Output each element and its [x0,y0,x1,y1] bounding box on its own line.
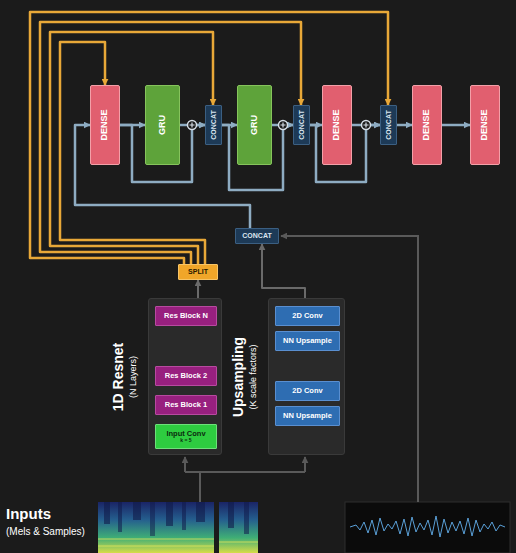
conv2d-block: 2D Conv [275,381,340,401]
sum-sign [190,123,195,128]
node-label: Res Block 1 [165,401,208,409]
dense-layer: DENSE [412,85,442,165]
waveform [345,502,510,553]
resnet-panel: 1D Resnet(N Layers)Res Block NRes Block … [148,298,222,455]
spectrogram-harmonic [98,538,214,540]
node-label: GRU [250,115,260,135]
res-block: Res Block 1 [155,395,217,415]
node-label: DENSE [422,109,432,140]
spectrogram-band [228,502,234,528]
concat-op: CONCAT [235,228,279,244]
input-wire [185,471,305,473]
node-label: Res Block 2 [165,372,208,380]
spectrogram-harmonic [98,545,214,547]
spectrogram-band [196,502,205,522]
conv-block: Input Convk = 5 [155,424,217,449]
node-label: CONCAT [385,110,393,139]
input-wire [199,472,201,502]
spectrogram-band [118,502,122,532]
spectrogram-band [104,502,110,524]
spectrogram-band [133,502,141,520]
node-label: 2D Conv [292,387,322,395]
sum-sign [281,123,286,128]
res-block: Res Block N [155,306,217,326]
node-label: CONCAT [242,232,271,240]
panel-subheading: (N Layers) [129,355,139,397]
sum-node [362,121,371,130]
node-label: DENSE [480,109,490,140]
input-subtitle: (Mels & Samples) [6,526,85,537]
node-sublabel: k = 5 [180,438,191,444]
node-label: NN Upsample [283,412,332,420]
node-label: GRU [158,115,168,135]
node-label: 2D Conv [292,312,322,320]
spectrogram-band [182,502,186,530]
res-block: Res Block 2 [155,366,217,386]
concat-op: CONCAT [293,105,310,145]
feature-link [60,42,205,264]
sum-sign [364,123,369,128]
data-flow-arrow [442,124,470,127]
node-label: CONCAT [210,110,218,139]
spectrogram-band [150,502,155,536]
gru-layer: GRU [237,85,272,165]
node-label: Input Conv [166,430,205,438]
panel-heading: 1D Resnet [111,342,126,410]
node-label: NN Upsample [283,337,332,345]
conv2d-block: 2D Conv [275,306,340,326]
node-label: DENSE [100,109,110,140]
upsample-block: NN Upsample [275,406,340,426]
spectrogram-band [244,502,249,534]
concat-op: CONCAT [205,105,222,145]
upsample-block: NN Upsample [275,331,340,351]
concat-op: CONCAT [380,105,397,145]
data-flow-arrow [197,280,199,298]
gru-layer: GRU [145,85,180,165]
spectrogram-harmonic [219,541,258,543]
node-label: SPLIT [188,268,208,276]
input-wire [304,457,306,472]
node-label: CONCAT [298,110,306,139]
feature-link [50,32,213,264]
input-title: Inputs [6,506,51,523]
data-flow-arrow [397,124,412,127]
waveform-trace [350,516,505,537]
sum-node [188,121,197,130]
upsampling-panel: Upsampling(K scale factors)2D ConvNN Ups… [268,298,345,455]
input-wire [184,457,186,472]
feature-link [30,12,388,264]
data-flow-arrow [262,244,305,298]
panel-subheading: (K scale factors) [249,344,259,409]
dense-layer: DENSE [470,85,500,165]
spectrogram-image [98,502,258,553]
node-label: DENSE [332,109,342,140]
split-op: SPLIT [178,264,218,280]
spectrogram-gap [214,502,219,553]
feature-link [40,22,301,264]
spectrogram-band [166,502,173,526]
sum-node [279,121,288,130]
waveform-panel [345,502,510,553]
sum-node [362,121,371,130]
dense-layer: DENSE [90,85,120,165]
node-label: Res Block N [164,312,208,320]
dense-layer: DENSE [322,85,352,165]
spectrogram [98,502,258,553]
sum-node [279,121,288,130]
sum-node [188,121,197,130]
panel-heading: Upsampling [231,336,246,416]
